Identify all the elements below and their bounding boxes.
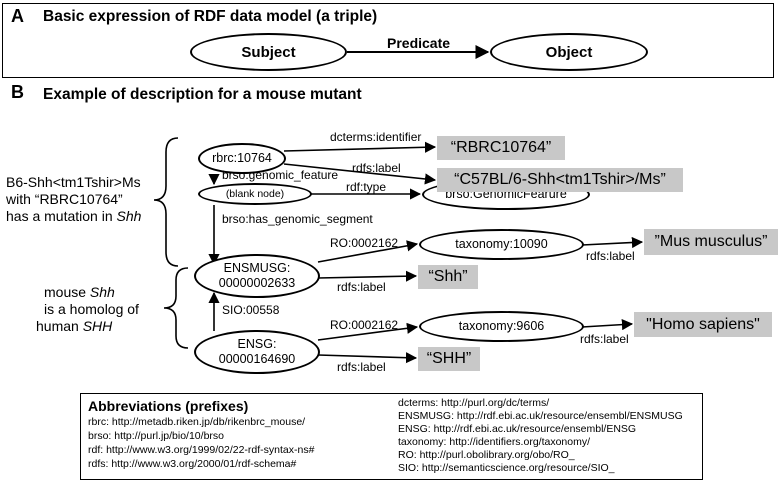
abbr-rdfs: rdfs: http://www.w3.org/2000/01/rdf-sche… <box>88 458 297 470</box>
literal-mus-musculus: ”Mus musculus” <box>644 229 778 255</box>
abbr-rdf: rdf: http://www.w3.org/1999/02/22-rdf-sy… <box>88 444 315 456</box>
edge-dcterms-identifier: dcterms:identifier <box>330 130 422 144</box>
mutation-note-line3: has a mutation in Shh <box>6 208 141 225</box>
subject-node: Subject <box>190 33 347 71</box>
edge-sio: SIO:00558 <box>222 303 280 317</box>
mutation-note: B6-Shh<tm1Tshir>Ms with “RBRC10764” has … <box>6 174 141 225</box>
node-taxonomy-human: taxonomy:9606 <box>419 311 584 342</box>
edge-genomic-feature: brso:genomic_feature <box>222 168 339 182</box>
abbr-ro: RO: http://purl.obolibrary.org/obo/RO_ <box>398 449 575 461</box>
edge-rdfs-label-homo: rdfs:label <box>580 332 629 346</box>
abbreviations-box <box>80 393 703 480</box>
node-ensmusg-id: 00000002633 <box>218 276 296 290</box>
literal-homo-sapiens: "Homo sapiens" <box>634 312 772 337</box>
abbreviations-title: Abbreviations (prefixes) <box>88 398 249 414</box>
node-ensg: ENSG: 00000164690 <box>194 330 320 374</box>
literal-strain: “C57BL/6-Shh<tm1Tshir>/Ms” <box>437 168 683 192</box>
edge-rdfs-label-shh: rdfs:label <box>337 280 386 294</box>
mutation-note-line2: with “RBRC10764” <box>6 191 123 207</box>
edge-ro-mouse: RO:0002162 <box>330 236 399 250</box>
arrow-ro-mouse <box>317 240 419 263</box>
brace-mutation <box>153 137 179 267</box>
node-ensmusg-prefix: ENSMUSG: <box>223 261 291 275</box>
object-node: Object <box>490 33 648 71</box>
homolog-note-line1-text: mouse <box>44 284 90 300</box>
edge-rdfs-label-SHH: rdfs:label <box>337 360 386 374</box>
edge-ro-human: RO:0002162 <box>330 318 399 332</box>
edge-rdf-type: rdf:type <box>346 180 387 194</box>
panel-b-title: Example of description for a mouse mutan… <box>43 86 362 103</box>
abbr-ensmusg: ENSMUSG: http://rdf.ebi.ac.uk/resource/e… <box>398 410 683 422</box>
edge-has-genomic-segment: brso:has_genomic_segment <box>222 212 373 226</box>
arrow-dcterms-identifier <box>283 141 437 153</box>
node-taxonomy-mouse: taxonomy:10090 <box>419 229 584 260</box>
abbr-rbrc: rbrc: http://metadb.riken.jp/db/rikenbrc… <box>88 416 306 428</box>
literal-shh: “Shh” <box>418 265 478 289</box>
object-label: Object <box>545 43 593 61</box>
abbr-ensg: ENSG: http://rdf.ebi.ac.uk/resource/ense… <box>398 423 637 435</box>
node-ensmusg: ENSMUSG: 00000002633 <box>194 254 320 298</box>
panel-a-box <box>2 3 774 78</box>
node-blank: (blank node) <box>198 183 312 205</box>
abbr-sio: SIO: http://semanticscience.org/resource… <box>398 462 615 474</box>
abbr-taxonomy: taxonomy: http://identifiers.org/taxonom… <box>398 436 591 448</box>
homolog-note: mouse Shh is a homolog of human SHH <box>36 284 139 335</box>
homolog-note-mouse-gene: Shh <box>89 284 115 300</box>
node-taxonomy-human-label: taxonomy:9606 <box>458 319 545 333</box>
node-blank-label: (blank node) <box>225 187 285 200</box>
abbr-brso: brso: http://purl.jp/bio/10/brso <box>88 430 224 442</box>
mutation-note-gene: Shh <box>116 208 142 224</box>
homolog-note-line1: mouse Shh <box>36 284 139 301</box>
edge-rdfs-label-mus: rdfs:label <box>586 249 635 263</box>
predicate-label: Predicate <box>387 35 451 51</box>
node-ensg-id: 00000164690 <box>218 352 296 366</box>
literal-rbrc-id: “RBRC10764” <box>437 136 565 160</box>
literal-SHH: “SHH” <box>418 347 480 371</box>
arrow-rdfs-label-homo <box>581 319 634 331</box>
arrow-ro-human <box>317 322 419 341</box>
subject-label: Subject <box>241 43 296 61</box>
node-taxonomy-mouse-label: taxonomy:10090 <box>455 237 548 251</box>
arrow-rdfs-label-strain <box>283 163 437 185</box>
node-rbrc-label: rbrc:10764 <box>212 151 272 165</box>
homolog-note-line3-text: human <box>36 318 83 334</box>
homolog-note-line3: human SHH <box>36 318 139 335</box>
panel-a-letter: A <box>11 6 24 26</box>
mutation-note-line3-text: has a mutation in <box>6 208 117 224</box>
edge-rdfs-label-strain: rdfs:label <box>352 161 401 175</box>
mutation-note-line1: B6-Shh<tm1Tshir>Ms <box>6 174 141 190</box>
panel-b-letter: B <box>11 82 24 102</box>
node-rbrc: rbrc:10764 <box>198 143 286 174</box>
homolog-note-line2: is a homolog of <box>44 301 139 317</box>
node-ensg-prefix: ENSG: <box>237 337 277 351</box>
arrow-rdfs-label-shh <box>317 270 418 282</box>
panel-a-title: Basic expression of RDF data model (a tr… <box>43 8 378 25</box>
brace-homolog <box>163 267 189 349</box>
abbr-dcterms: dcterms: http://purl.org/dc/terms/ <box>398 397 550 409</box>
homolog-note-human-gene: SHH <box>82 318 113 334</box>
arrow-rdfs-label-mus <box>581 236 644 249</box>
arrow-rdfs-label-SHH <box>317 352 418 364</box>
